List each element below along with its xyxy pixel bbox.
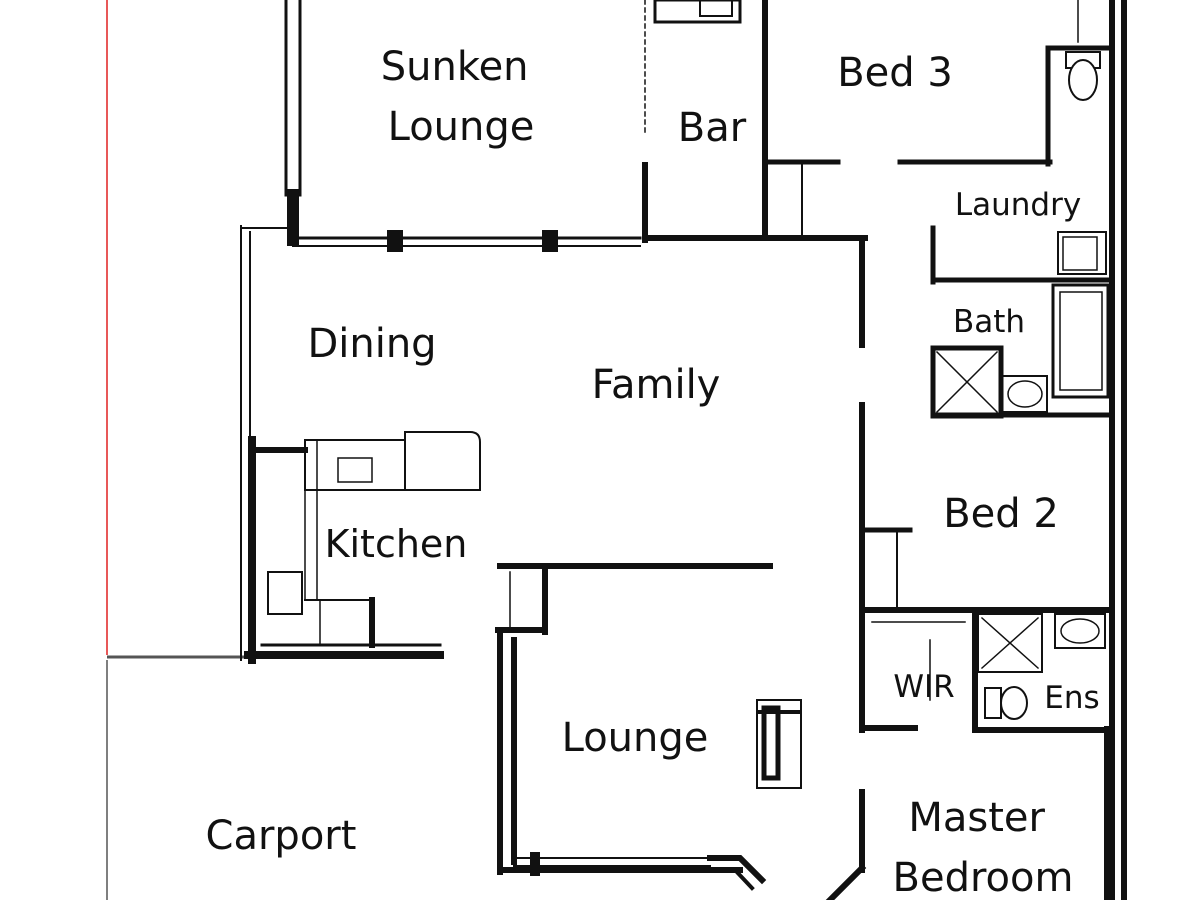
room-label-lounge: Lounge: [562, 715, 709, 761]
room-label-sunken-lounge: Sunken Lounge: [381, 44, 542, 150]
room-label-family: Family: [592, 362, 721, 408]
room-label-ens: Ens: [1044, 680, 1099, 716]
room-label-bar: Bar: [678, 105, 747, 151]
room-label-bed-3: Bed 3: [837, 50, 953, 96]
room-label-bath: Bath: [953, 304, 1025, 340]
room-label-laundry: Laundry: [955, 187, 1081, 223]
room-label-carport: Carport: [206, 813, 357, 859]
room-label-wir: WIR: [893, 669, 954, 705]
room-label-kitchen: Kitchen: [325, 522, 468, 566]
room-label-bed-2: Bed 2: [943, 491, 1059, 537]
room-label-master-bedroom: Master Bedroom: [893, 795, 1074, 900]
walls: [240, 0, 1127, 900]
room-label-dining: Dining: [307, 321, 436, 367]
property-boundary: [106, 0, 245, 900]
room-labels: Sunken Lounge Bar Bed 3 Laundry Dining F…: [206, 44, 1100, 900]
